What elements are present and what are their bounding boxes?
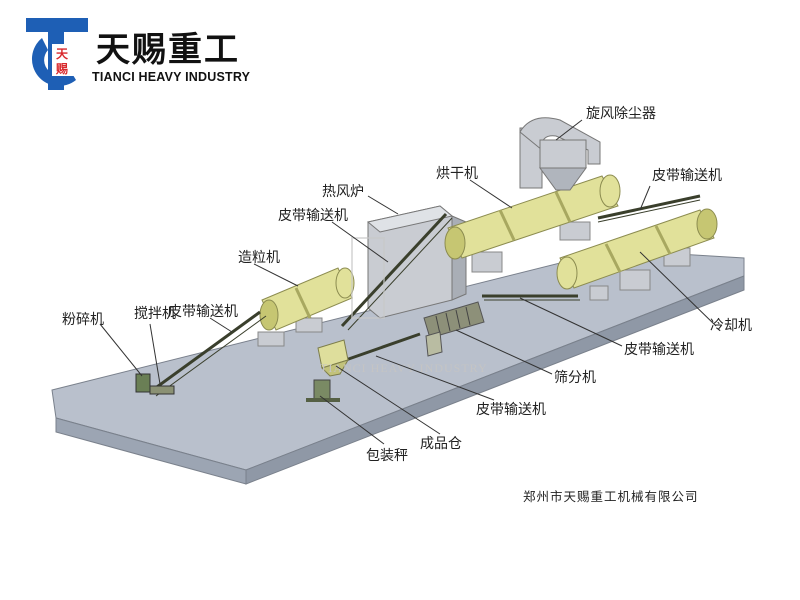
leader-lines — [99, 119, 717, 445]
platform-side — [245, 275, 745, 485]
label-belt-conveyor-e: 皮带输送机 — [476, 402, 546, 418]
logo-char-tian: 天 — [56, 47, 69, 61]
label-belt-conveyor-b: 皮带输送机 — [652, 168, 722, 184]
pier — [471, 251, 503, 273]
label-belt-conveyor-d: 皮带输送机 — [624, 342, 694, 358]
brand-name-en: TIANCI HEAVY INDUSTRY — [92, 70, 251, 84]
mixer-machine — [149, 385, 175, 395]
logo-char-ci: 赐 — [55, 62, 68, 76]
label-bagger: 包装秤 — [366, 448, 408, 464]
label-silo: 成品仓 — [420, 436, 462, 452]
belt-conveyors — [149, 194, 701, 397]
brand-name-cn: 天赐重工 — [96, 30, 240, 70]
label-mixer: 搅拌机 — [134, 306, 176, 322]
pier — [619, 269, 651, 291]
belt-conveyor-5 — [339, 332, 421, 364]
brand-logo: 天 赐 — [18, 14, 248, 94]
belt-conveyor-2 — [340, 212, 448, 328]
watermark-text: TIANCI HEAVY INDUSTRY — [320, 361, 488, 375]
pier — [589, 285, 609, 301]
label-dryer: 烘干机 — [436, 166, 478, 182]
label-crusher: 粉碎机 — [62, 312, 104, 328]
label-hot-furnace: 热风炉 — [322, 184, 364, 200]
crusher-machine — [135, 373, 151, 393]
belt-conveyor-3 — [597, 194, 701, 220]
label-granulator: 造粒机 — [238, 250, 280, 266]
label-cooler: 冷却机 — [710, 318, 752, 334]
pier — [559, 221, 591, 241]
belt-conveyor-1 — [149, 310, 261, 394]
pier — [257, 331, 285, 347]
label-belt-conveyor-c: 皮带输送机 — [168, 304, 238, 320]
label-cyclone: 旋风除尘器 — [586, 106, 656, 122]
company-name: 郑州市天赐重工机械有限公司 — [523, 489, 699, 504]
label-screener: 筛分机 — [554, 370, 596, 386]
watermark-logo — [351, 237, 385, 319]
label-belt-conveyor-a: 皮带输送机 — [278, 208, 348, 224]
tc-logo-icon: 天 赐 — [26, 18, 88, 90]
cyclone-body — [539, 139, 587, 169]
